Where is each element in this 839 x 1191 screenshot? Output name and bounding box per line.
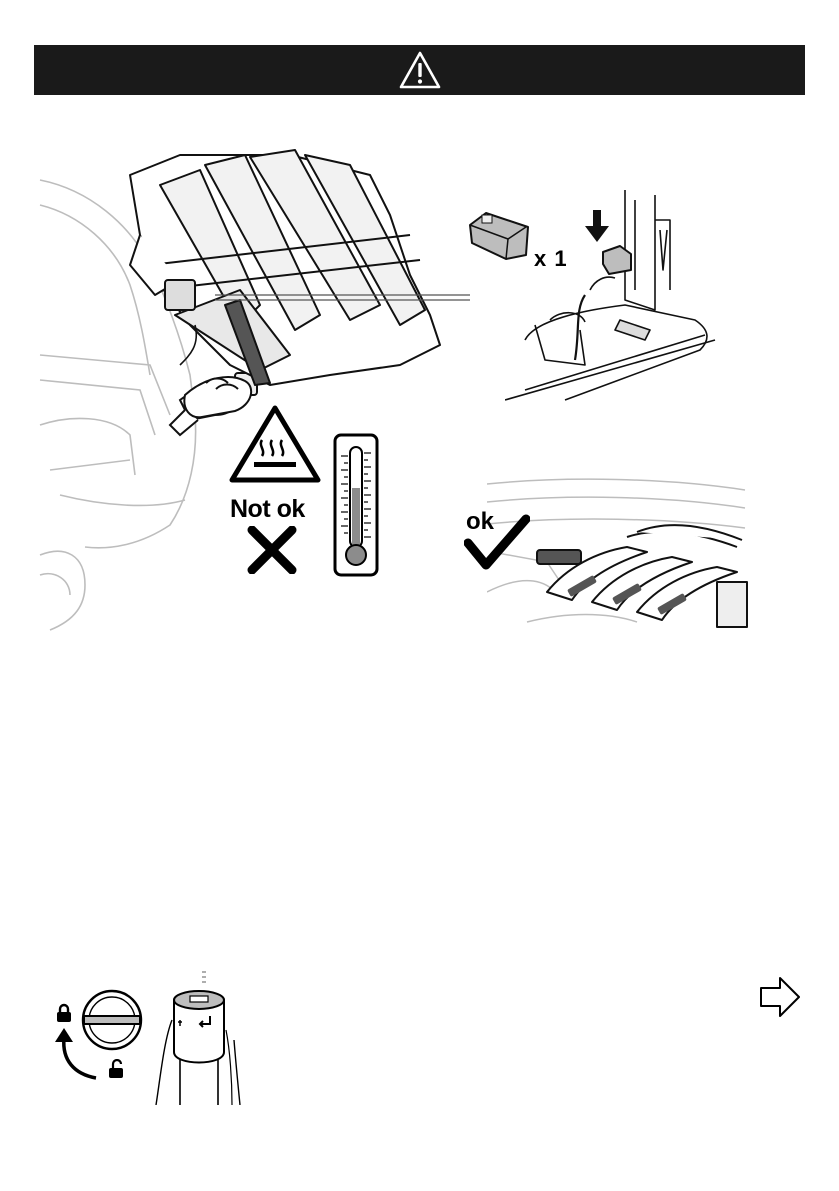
warning-triangle-icon xyxy=(398,50,442,90)
not-ok-label: Not ok xyxy=(230,495,305,524)
warning-header-bar xyxy=(34,45,805,95)
wedge-mounting-detail xyxy=(505,190,720,405)
check-mark-icon xyxy=(464,513,530,573)
next-page-arrow-icon[interactable] xyxy=(758,975,802,1019)
lock-cylinder-key-illustration xyxy=(152,970,242,1105)
rotate-arrow-icon xyxy=(52,1026,102,1082)
hot-surface-warning-icon xyxy=(228,404,322,484)
padlock-closed-icon xyxy=(56,1003,72,1023)
padlock-open-icon xyxy=(107,1059,125,1079)
thermometer-icon xyxy=(333,433,379,577)
cross-mark-icon xyxy=(246,526,298,574)
